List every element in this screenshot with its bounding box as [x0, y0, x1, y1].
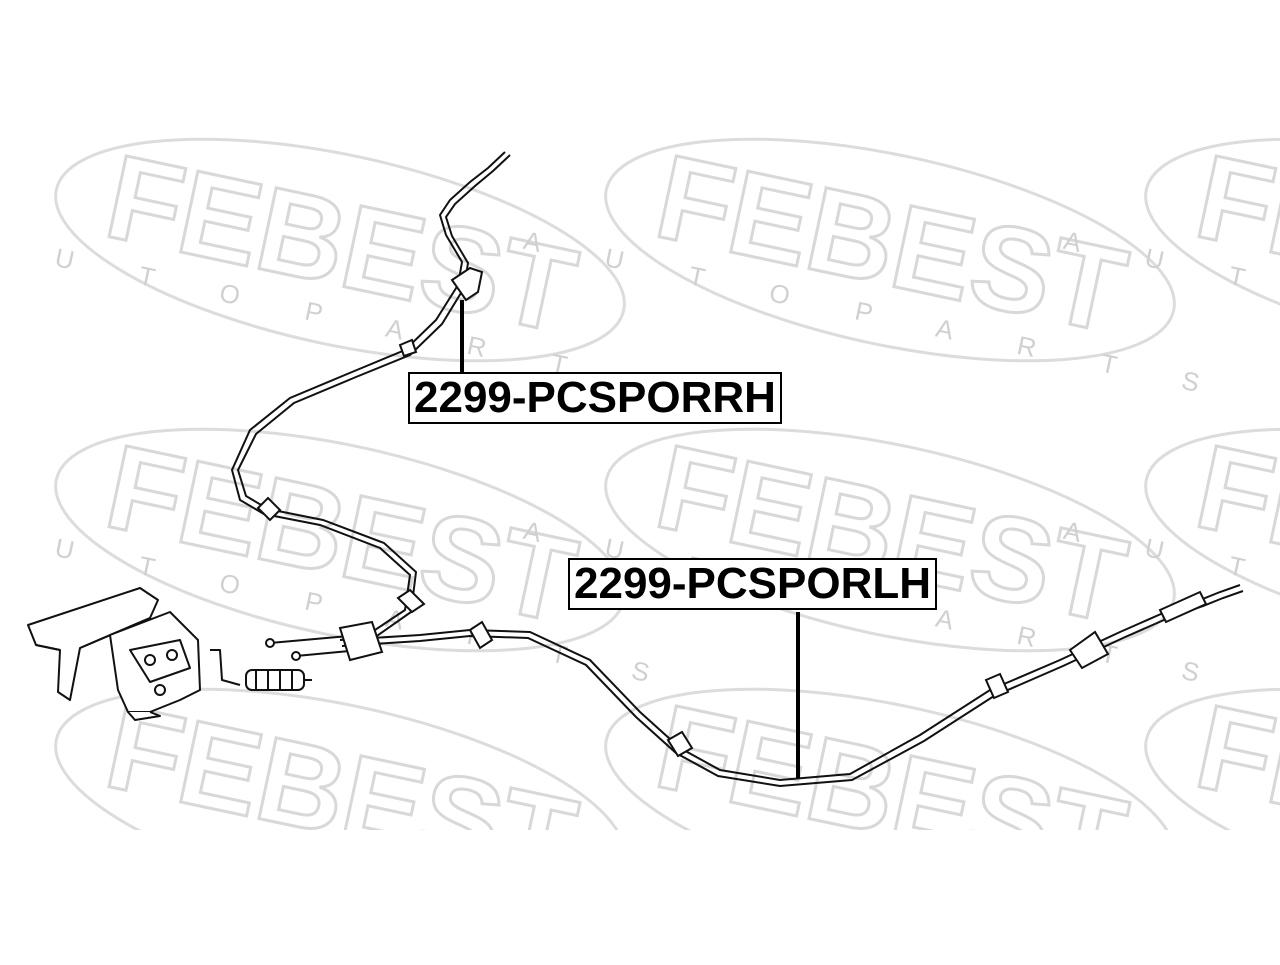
- part-number-lh-label: 2299-PCSPORLH: [568, 558, 938, 610]
- watermark-layer: FEBEST A U T O P A R T S FEBEST A U T O …: [0, 128, 1280, 913]
- watermark-brand: FEBEST: [1186, 419, 1280, 648]
- part-number-rh-label: 2299-PCSPORRH: [408, 372, 782, 424]
- brake-lever-assembly: [27, 587, 312, 721]
- bottom-blank: [0, 830, 1280, 960]
- equalizer: [265, 620, 384, 662]
- watermark-brand: FEBEST: [1186, 129, 1280, 358]
- cable-lh: [339, 584, 1244, 788]
- cable-rh: [230, 151, 511, 646]
